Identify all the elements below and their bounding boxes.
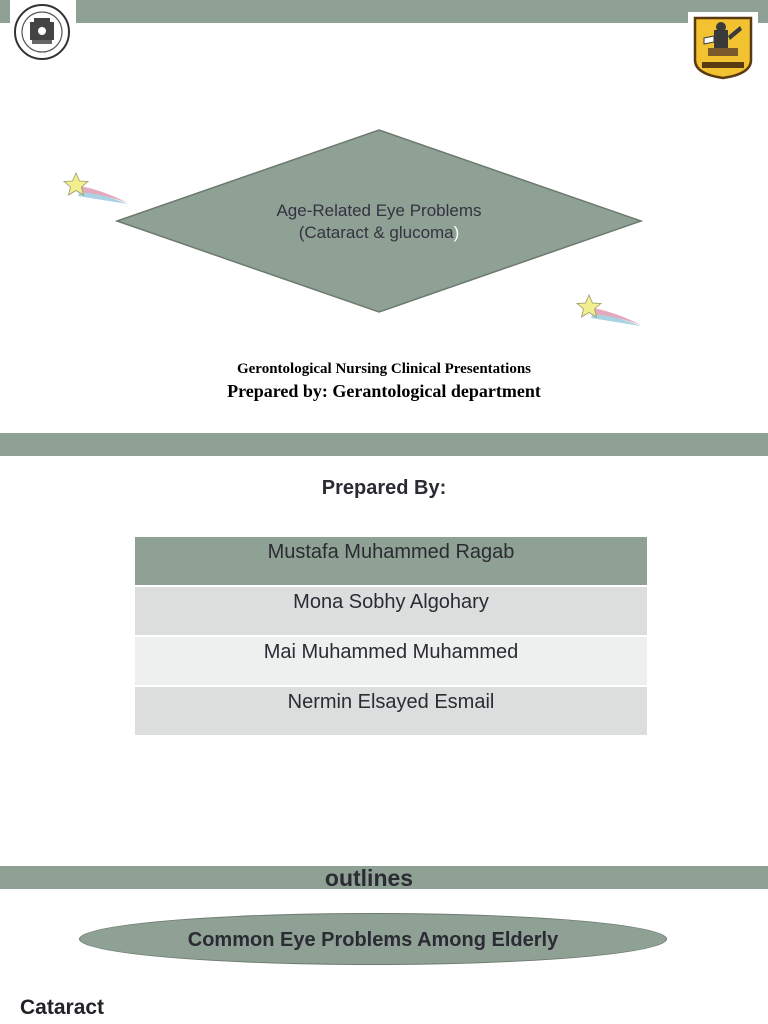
author-row: Nermin Elsayed Esmail [135,687,647,735]
common-eye-problems-oval: Common Eye Problems Among Elderly [79,913,667,965]
title-line-2-text: (Cataract & glucoma [298,223,454,242]
outlines-heading: outlines [324,865,414,891]
outlines-header-band [0,866,768,889]
author-row: Mai Muhammed Muhammed [135,637,647,685]
cairo-university-crest-icon [693,16,753,80]
topic-cataract: Cataract [20,996,105,1019]
author-row: Mustafa Muhammed Ragab [135,537,647,585]
course-subtitle: Gerontological Nursing Clinical Presenta… [236,361,532,377]
title-line-2: (Cataract & glucoma) [115,222,643,244]
left-logo [10,0,76,64]
author-row: Mona Sobhy Algohary [135,587,647,635]
shooting-star-icon [62,172,128,204]
title-diamond: Age-Related Eye Problems (Cataract & glu… [115,128,643,314]
university-seal-icon [14,4,70,60]
prepared-by-department: Prepared by: Gerantological department [227,381,541,401]
top-header-band [0,0,768,23]
prepared-by-heading: Prepared By: [321,477,447,499]
title-line-1: Age-Related Eye Problems [276,201,482,220]
authors-table: Mustafa Muhammed Ragab Mona Sobhy Algoha… [135,537,647,737]
right-logo [688,12,758,80]
slide2-header-band [0,433,768,456]
shooting-star-icon-2 [575,294,641,326]
title-line-2-close: ) [453,223,460,242]
presentation-title: Age-Related Eye Problems (Cataract & glu… [115,200,643,244]
